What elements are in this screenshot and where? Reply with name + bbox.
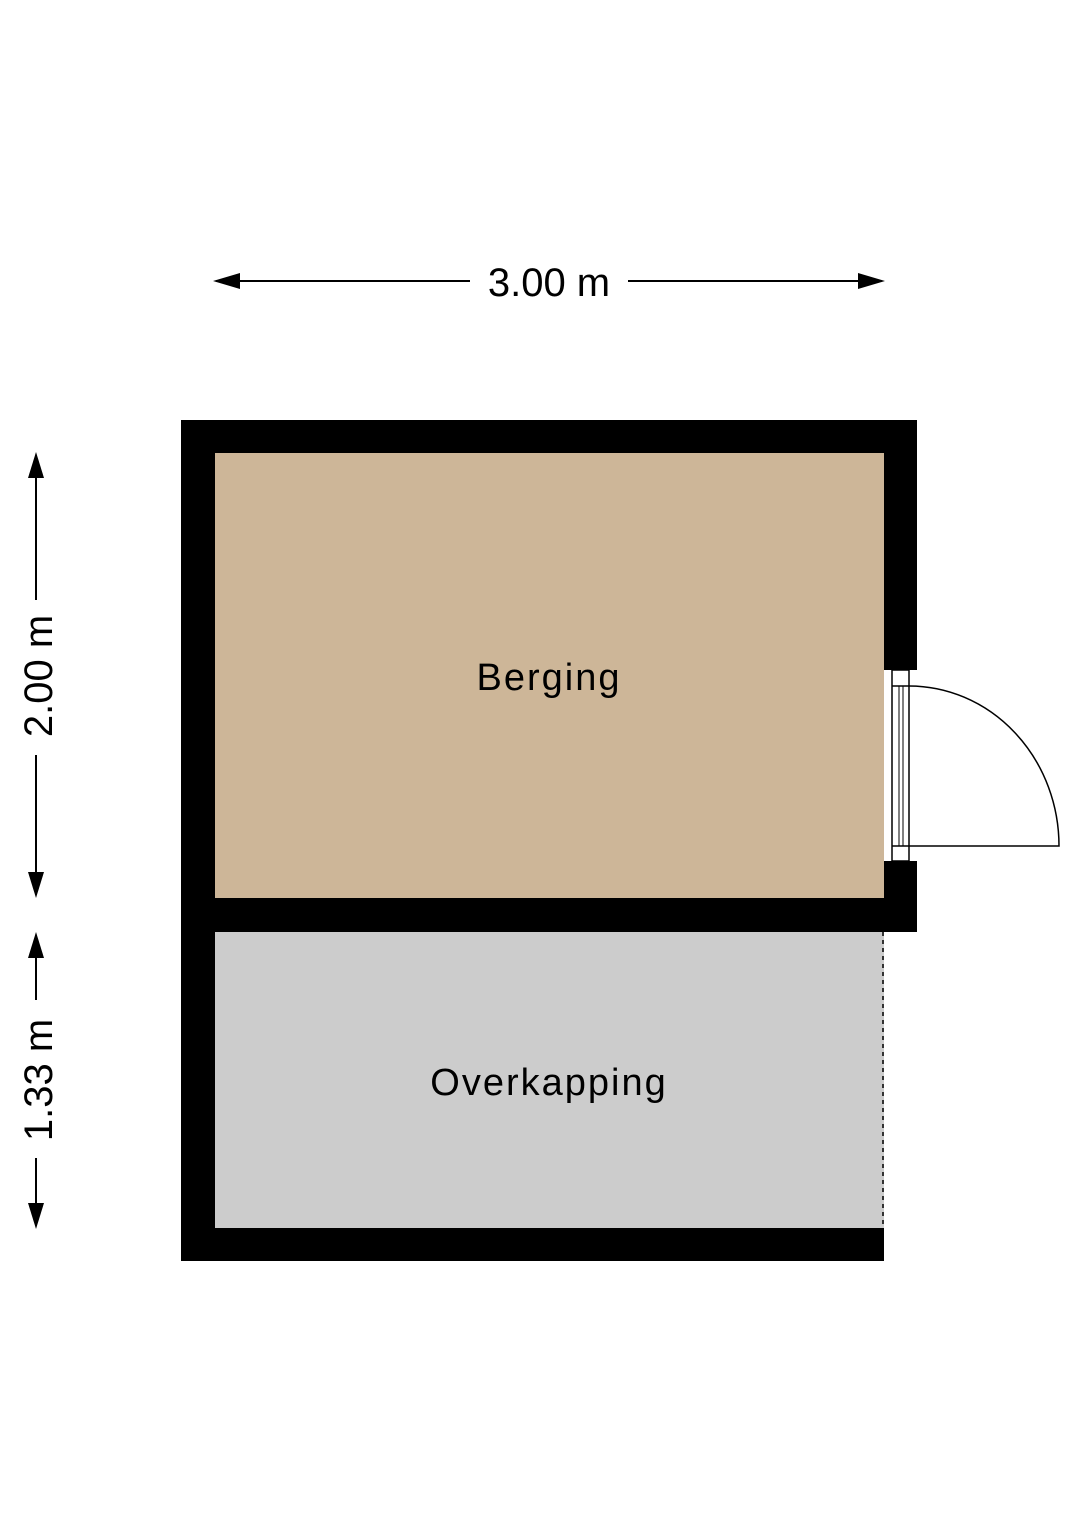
room-berging-label: Berging (477, 657, 622, 699)
wall-top (181, 420, 917, 453)
wall-middle (181, 898, 917, 932)
dimension-height-upper: 2.00 m (17, 452, 61, 898)
dimension-height-upper-arrow-top (28, 452, 44, 478)
wall-right-upper (884, 420, 917, 670)
dimension-height-lower: 1.33 m (17, 932, 61, 1229)
dimension-width-label: 3.00 m (488, 261, 610, 305)
dimension-width-arrow-right (858, 273, 885, 289)
wall-bottom (181, 1228, 884, 1261)
door-swing-arc (908, 685, 1060, 847)
room-berging-floor (215, 453, 884, 898)
wall-left (181, 420, 215, 1261)
door (891, 669, 1060, 862)
room-overkapping-label: Overkapping (430, 1062, 667, 1104)
dimension-width-arrow-left (213, 273, 240, 289)
dimension-height-lower-arrow-top (28, 932, 44, 958)
dimension-height-upper-label: 2.00 m (17, 615, 61, 737)
dimension-height-lower-label: 1.33 m (17, 1019, 61, 1141)
dimension-height-lower-arrow-bottom (28, 1203, 44, 1229)
room-overkapping-floor (215, 932, 884, 1228)
door-frame (891, 669, 910, 862)
dimension-width: 3.00 m (213, 261, 885, 305)
walls (181, 420, 917, 1261)
dimension-height-upper-arrow-bottom (28, 872, 44, 898)
